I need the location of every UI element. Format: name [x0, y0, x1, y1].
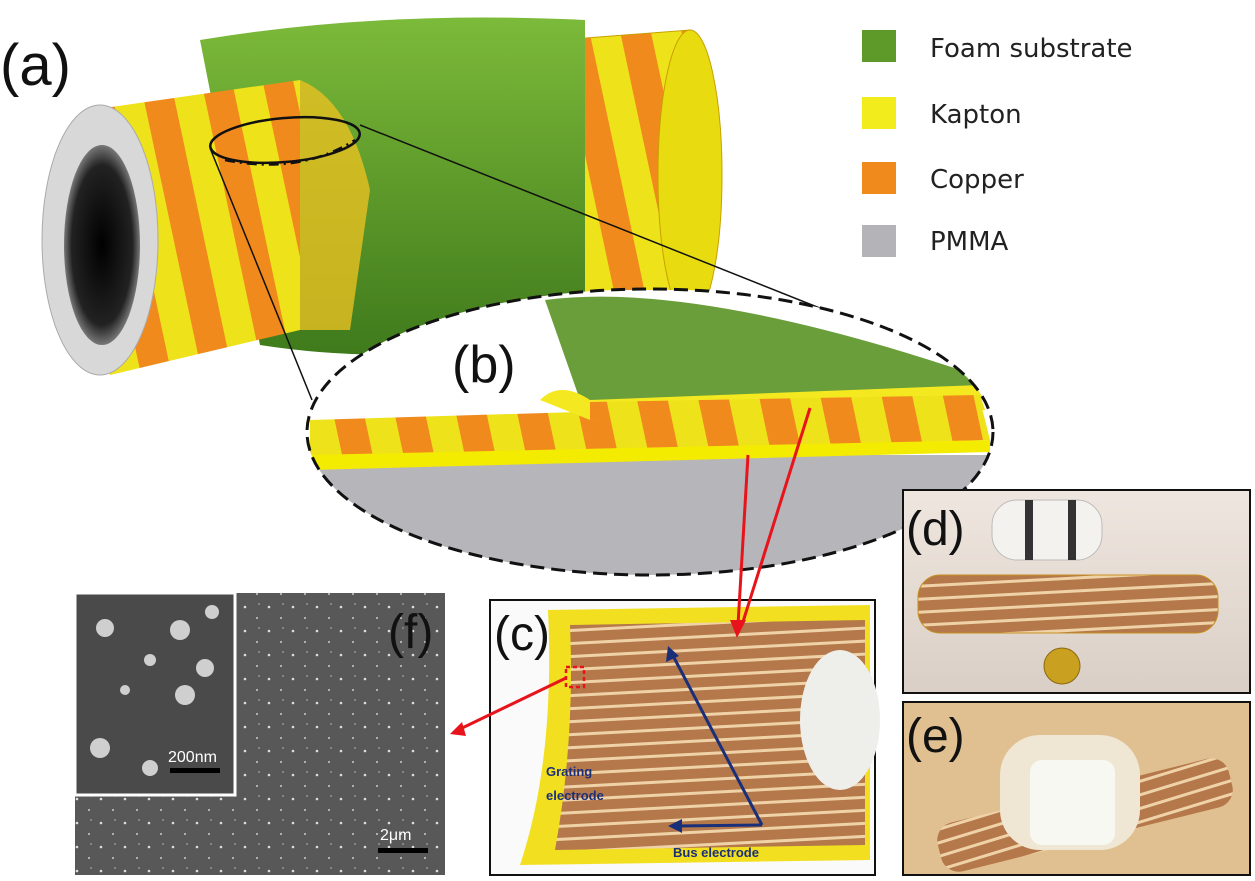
yellow-cube-icon	[862, 97, 896, 129]
grating-electrode-label-1: Grating	[546, 764, 592, 779]
grating-electrode-label-2: electrode	[546, 788, 604, 803]
legend-kapton: Kapton	[930, 100, 1022, 130]
panel-c-photo	[489, 599, 880, 876]
panel-label-f: (f)	[388, 606, 433, 659]
legend: Foam substrate Kapton Copper PMMA	[862, 30, 1133, 257]
panel-f-sem	[73, 591, 445, 875]
panel-label-b: (b)	[452, 336, 516, 394]
inset-scale-bar-label: 200nm	[168, 749, 217, 766]
main-scale-bar-label: 2μm	[380, 827, 411, 844]
legend-foam-substrate: Foam substrate	[930, 34, 1133, 64]
panel-label-d: (d)	[906, 503, 965, 556]
panel-label-a: (a)	[0, 33, 71, 98]
panel-e-photo	[902, 701, 1251, 876]
legend-copper: Copper	[930, 165, 1024, 195]
legend-pmma: PMMA	[930, 227, 1009, 257]
panel-label-c: (c)	[494, 608, 550, 661]
gray-cube-icon	[862, 225, 896, 257]
red-arrows	[450, 407, 812, 736]
panel-label-e: (e)	[906, 710, 965, 763]
panel-b-cross-section	[305, 287, 995, 577]
panel-a-tube	[41, 17, 876, 401]
bus-electrode-label: Bus electrode	[673, 845, 759, 860]
green-cube-icon	[862, 30, 896, 62]
orange-cube-icon	[862, 162, 896, 194]
panel-d-photo	[902, 489, 1251, 694]
